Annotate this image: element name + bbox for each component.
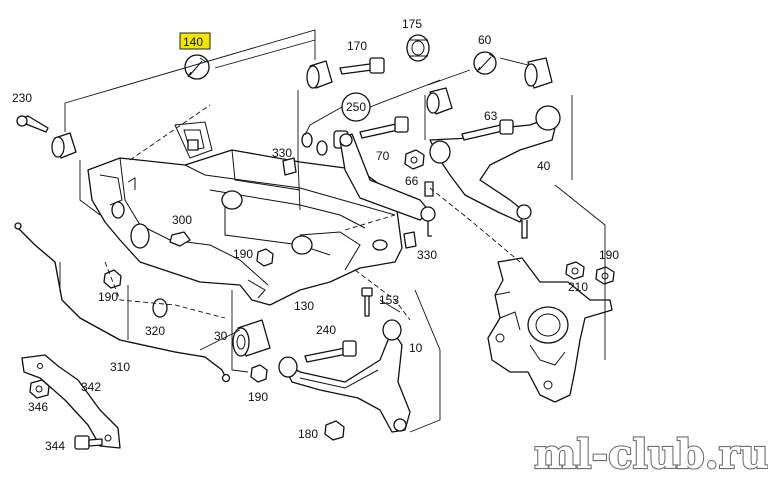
- bolt-344: [74, 435, 103, 450]
- nut-180: [324, 420, 345, 441]
- watermark: ml-club.ru: [534, 431, 768, 478]
- label-60: 60: [478, 33, 492, 47]
- label-140: 140: [183, 35, 203, 49]
- label-180: 180: [298, 427, 318, 441]
- rear-subframe: [87, 121, 403, 306]
- label-250: 250: [346, 100, 366, 114]
- label-310: 310: [110, 360, 130, 374]
- label-66: 66: [405, 174, 419, 188]
- label-330-upper: 330: [272, 146, 292, 160]
- link-70: [339, 133, 436, 237]
- nut-300: [169, 231, 191, 247]
- leader-lines: [59, 29, 606, 433]
- nut-66: [404, 149, 425, 170]
- label-190-center: 190: [233, 247, 253, 261]
- nuts-190: [103, 248, 274, 383]
- label-320: 320: [145, 324, 165, 338]
- label-153: 153: [379, 293, 399, 307]
- wheel-carrier: [487, 257, 613, 403]
- label-40: 40: [537, 159, 551, 173]
- bushing-230: [16, 115, 77, 159]
- label-190-right: 190: [599, 248, 619, 262]
- bushing-175: [406, 34, 430, 62]
- label-330-lower: 330: [417, 248, 437, 262]
- label-300: 300: [172, 213, 192, 227]
- bolt-240: [304, 340, 357, 363]
- label-140-highlight: [179, 32, 211, 50]
- label-10: 10: [409, 341, 423, 355]
- label-210: 210: [568, 280, 588, 294]
- bolt-170: [339, 57, 385, 75]
- bolt-153: [361, 287, 373, 317]
- nut-346: [29, 379, 50, 399]
- label-344: 344: [45, 439, 65, 453]
- bushings-60: [426, 57, 553, 115]
- label-30: 30: [214, 329, 228, 343]
- label-230: 230: [12, 91, 32, 105]
- label-130: 130: [294, 299, 314, 313]
- label-190-left: 190: [98, 290, 118, 304]
- lower-control-arm-10: [278, 319, 411, 433]
- bushing-330b: [403, 231, 417, 249]
- plug-320: [152, 298, 168, 318]
- upper-control-arm-40: [429, 105, 561, 239]
- label-63: 63: [484, 109, 498, 123]
- label-240: 240: [316, 323, 336, 337]
- camber-bolt-250: [301, 116, 409, 156]
- part-labels: 140 175 170 60 230 250 63 330 70 40 66 3…: [12, 17, 619, 453]
- bushing-330a: [282, 157, 297, 176]
- label-346: 346: [28, 400, 48, 414]
- label-190-bottom: 190: [248, 390, 268, 404]
- stabilizer-bracket: [21, 354, 121, 449]
- nuts-190-210: [565, 261, 615, 285]
- stabilizer-bar: [14, 222, 231, 383]
- bushing-140: [306, 60, 333, 89]
- wrench-bracket-icon: [473, 51, 497, 75]
- label-70: 70: [376, 149, 390, 163]
- bushing-30: [232, 319, 271, 357]
- label-175: 175: [402, 17, 422, 31]
- label-170: 170: [347, 39, 367, 53]
- label-342: 342: [81, 380, 101, 394]
